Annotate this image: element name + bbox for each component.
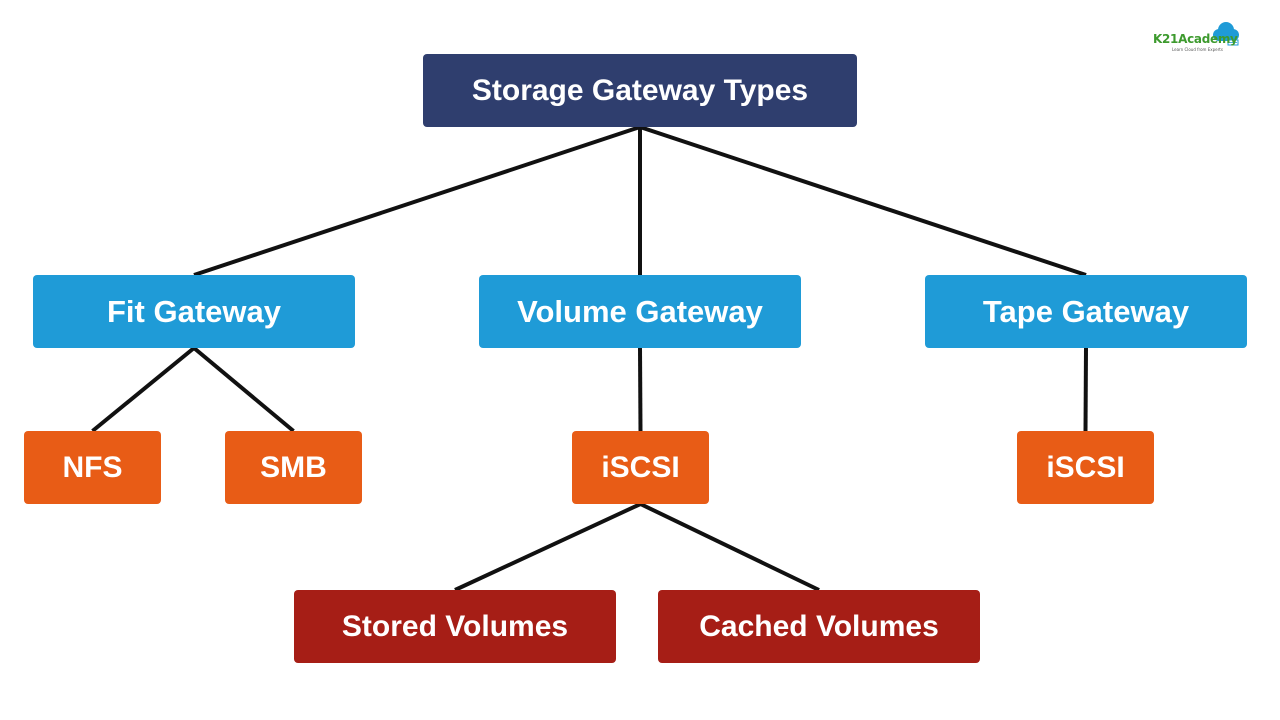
volume-gateway-node: Volume Gateway: [479, 275, 801, 348]
connector-file_gateway-smb: [192, 346, 295, 433]
file-gateway-node: Fit Gateway: [33, 275, 355, 348]
connector-volume_iscsi-stored_volumes: [454, 502, 642, 592]
connector-volume_gateway-volume_iscsi: [638, 347, 643, 432]
logo-name: K21Academy: [1153, 32, 1238, 46]
connector-volume_iscsi-cached_volumes: [639, 502, 820, 592]
tape-iscsi-node: iSCSI: [1017, 431, 1154, 504]
tape-gateway-node: Tape Gateway: [925, 275, 1247, 348]
storage-gateway-types-node: Storage Gateway Types: [423, 54, 857, 127]
connector-file_gateway-nfs: [91, 346, 196, 433]
connector-root-tape_gateway: [639, 125, 1087, 277]
cloud-icon: [1213, 22, 1239, 46]
connector-tape_gateway-tape_iscsi: [1083, 347, 1088, 432]
logo-tagline: Learn Cloud from Experts: [1172, 47, 1223, 52]
volume-iscsi-node: iSCSI: [572, 431, 709, 504]
cached-volumes-node: Cached Volumes: [658, 590, 980, 663]
stored-volumes-node: Stored Volumes: [294, 590, 616, 663]
connector-root-file_gateway: [193, 125, 641, 277]
nfs-node: NFS: [24, 431, 161, 504]
k21academy-logo: K21Academy Learn Cloud from Experts: [1150, 20, 1242, 56]
smb-node: SMB: [225, 431, 362, 504]
